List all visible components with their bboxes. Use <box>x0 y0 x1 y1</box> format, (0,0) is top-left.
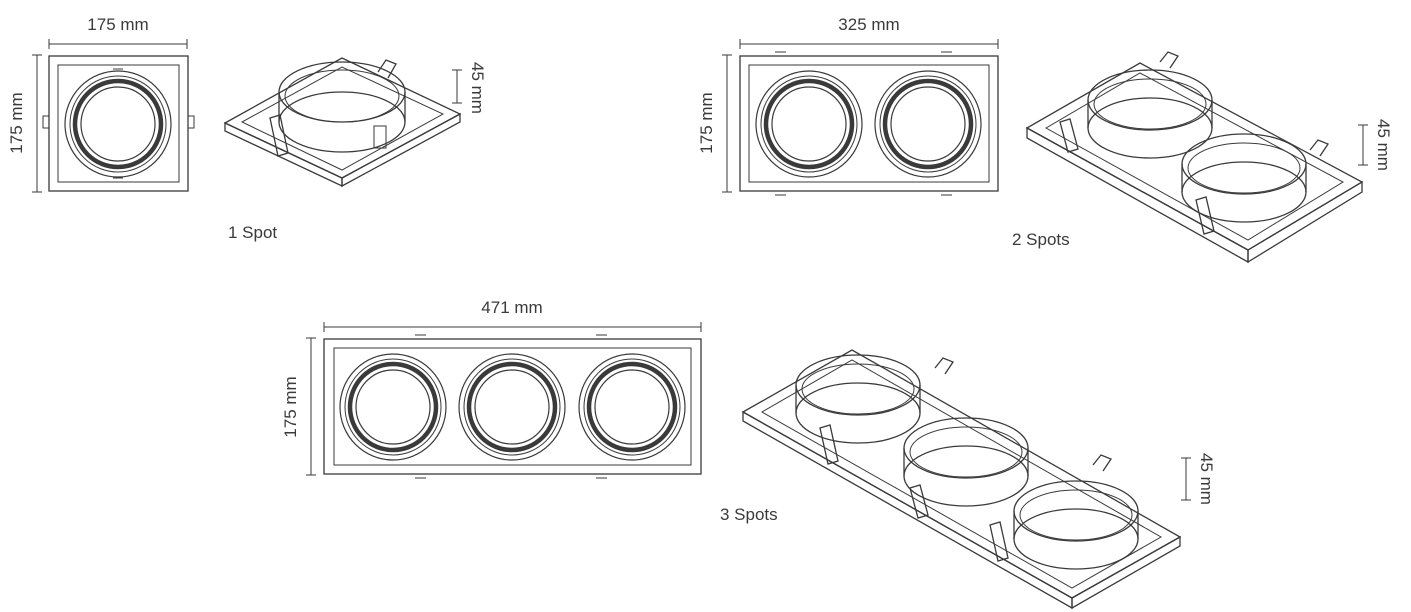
spring-clip <box>989 521 1009 562</box>
one-spot-width-label: 175 mm <box>87 15 148 34</box>
one-spot-isometric-view: 45 mm 1 Spot <box>223 57 487 242</box>
spring-clip <box>1092 454 1112 472</box>
three-spots-isometric-view: 45 mm 3 Spots <box>720 349 1216 610</box>
inner-frame <box>748 64 990 183</box>
outer-frame <box>739 55 999 192</box>
side-clip <box>42 115 50 129</box>
lamp-1 <box>339 353 447 461</box>
two-spots-caption: 2 Spots <box>1012 230 1070 249</box>
spring-clip <box>934 357 954 375</box>
spring-clip <box>909 484 929 519</box>
outer-frame <box>323 338 702 475</box>
iso-frame-inner <box>240 66 445 171</box>
lamp-3 <box>578 353 686 461</box>
iso-frame-outer <box>741 349 1182 599</box>
two-spots-depth-label: 45 mm <box>1374 119 1393 171</box>
two-spots-height-label: 175 mm <box>697 92 716 153</box>
one-spot-caption: 1 Spot <box>228 223 277 242</box>
three-spots-front-view: 471 mm 175 mm <box>281 298 702 479</box>
lamp-ring-outer <box>64 70 172 178</box>
three-spots-caption: 3 Spots <box>720 505 778 524</box>
lamp-opening <box>80 86 156 162</box>
two-spots-front-view: 325 mm 175 mm <box>697 15 999 196</box>
two-spots-width-label: 325 mm <box>838 15 899 34</box>
three-spots-width-label: 471 mm <box>481 298 542 317</box>
spring-clip <box>819 424 839 465</box>
three-spots-height-label: 175 mm <box>281 376 300 437</box>
two-spots-isometric-view: 45 mm 2 Spots <box>1012 51 1393 264</box>
lamp-2 <box>874 70 982 178</box>
iso-frame-inner <box>1044 72 1345 241</box>
iso-frame-outer <box>223 57 462 179</box>
inner-frame <box>57 64 180 183</box>
inner-frame <box>333 347 692 466</box>
one-spot-height-label: 175 mm <box>7 92 26 153</box>
iso-frame-inner <box>760 359 1163 589</box>
three-spots-depth-label: 45 mm <box>1197 453 1216 505</box>
one-spot-front-view: 175 mm 175 mm <box>7 15 195 193</box>
spring-clip <box>377 59 397 79</box>
spring-clip <box>1159 51 1179 69</box>
spring-clip <box>1309 139 1329 157</box>
side-clip <box>187 115 195 129</box>
one-spot-depth-label: 45 mm <box>468 62 487 114</box>
spring-clip <box>269 114 289 157</box>
spring-clip <box>1195 196 1215 235</box>
lamp-ring-thick <box>72 78 164 170</box>
spring-clip <box>1059 118 1079 153</box>
lamp-2 <box>458 353 566 461</box>
lamp-1 <box>755 70 863 178</box>
